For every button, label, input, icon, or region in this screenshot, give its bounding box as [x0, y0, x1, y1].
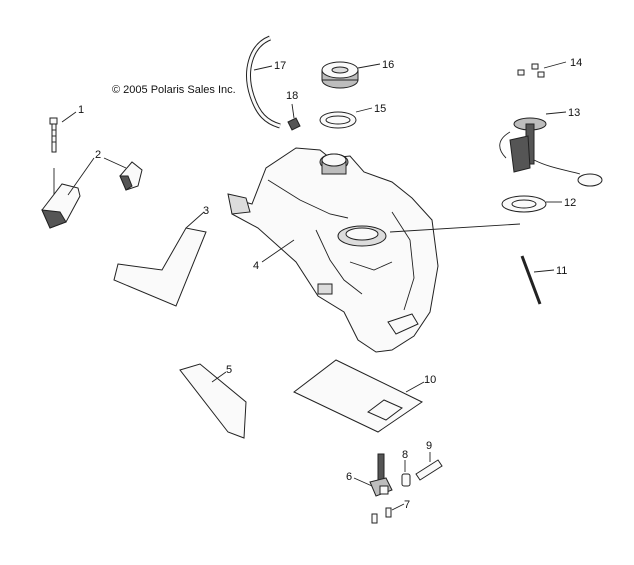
part-9-hose: 9 [415, 440, 443, 481]
part-6-valve: 6 [346, 453, 393, 497]
part-10-pad: 10 [293, 359, 436, 433]
callout-11: 11 [556, 265, 567, 277]
callout-2: 2 [95, 149, 101, 161]
part-17-vent-hose: 17 [246, 35, 286, 129]
callout-6: 6 [346, 471, 352, 483]
part-8-fitting: 8 [401, 449, 411, 487]
part-3-pad: 3 [113, 205, 209, 307]
callout-8: 8 [402, 449, 408, 461]
callout-18: 18 [286, 90, 298, 102]
part-13-fuel-pump: 13 [499, 107, 603, 187]
part-14-screws: 14 [517, 57, 582, 78]
callout-10: 10 [424, 374, 436, 386]
part-7-screws: 7 [371, 499, 410, 524]
part-15-seal: 15 [319, 103, 386, 129]
callout-3: 3 [203, 205, 209, 217]
part-12-gasket: 12 [501, 195, 576, 213]
part-1-bolt: 1 [49, 104, 84, 153]
callout-13: 13 [568, 107, 580, 119]
callout-16: 16 [382, 59, 394, 71]
part-4-fuel-tank: 4 [227, 147, 521, 353]
copyright-text: © 2005 Polaris Sales Inc. [112, 84, 236, 96]
callout-17: 17 [274, 60, 286, 72]
callout-7: 7 [404, 499, 410, 511]
part-2-brackets: 2 [41, 149, 143, 229]
part-11-rod: 11 [520, 255, 567, 305]
part-5-pad: 5 [179, 363, 247, 439]
callout-1: 1 [78, 104, 84, 116]
part-18-clip: 18 [286, 90, 301, 131]
callout-15: 15 [374, 103, 386, 115]
callout-5: 5 [226, 364, 232, 376]
callout-4: 4 [253, 260, 259, 272]
callout-9: 9 [426, 440, 432, 452]
callout-12: 12 [564, 197, 576, 209]
part-16-fuel-cap: 16 [321, 59, 394, 89]
callout-14: 14 [570, 57, 582, 69]
